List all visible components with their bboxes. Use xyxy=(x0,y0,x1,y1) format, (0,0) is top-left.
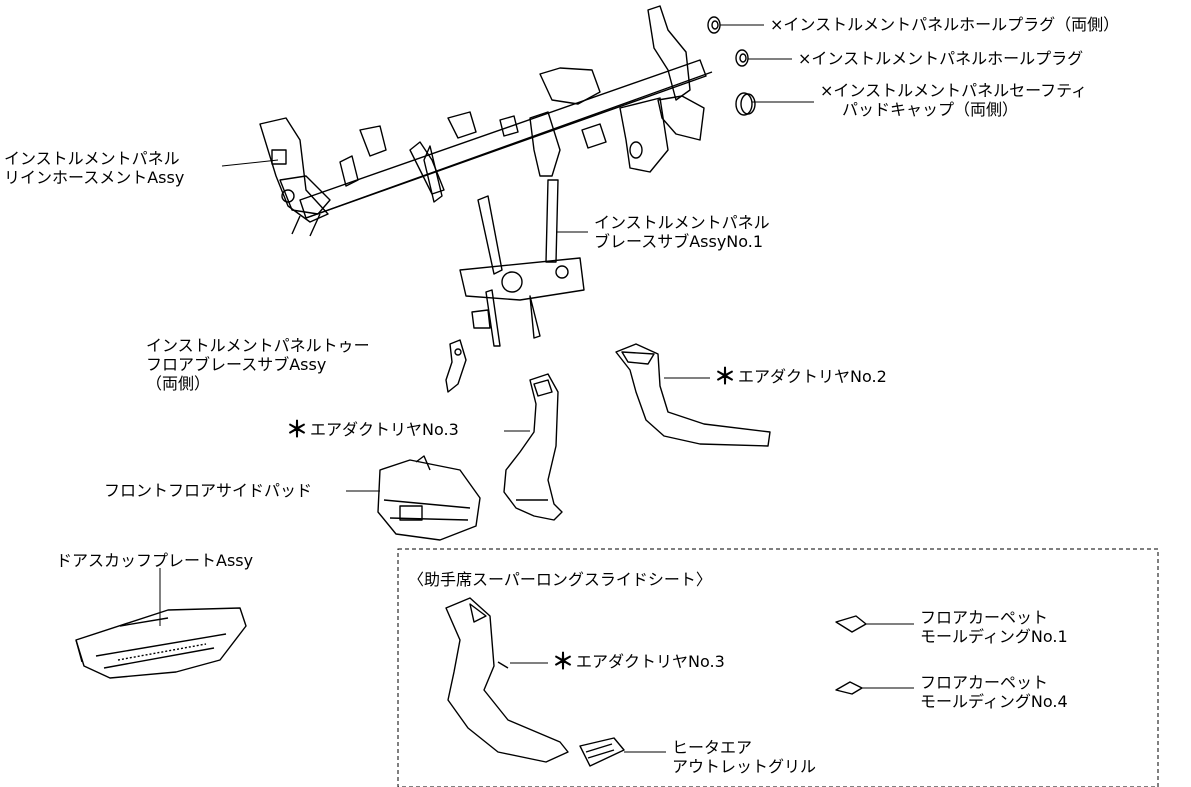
air-duct-rear-no3-drawing xyxy=(503,373,563,521)
instrument-panel-reinforcement-drawing xyxy=(259,5,713,237)
label-hole-plug: ×インストルメントパネルホールプラグ xyxy=(798,49,1084,68)
label-heater-air-outlet-grille: ヒータエア アウトレットグリル xyxy=(672,738,817,776)
label-air-duct-rear-no2: ＊エアダクトリヤNo.2 xyxy=(714,365,887,390)
floor-carpet-molding-no1-drawing xyxy=(835,615,867,633)
floor-carpet-molding-no4-drawing xyxy=(835,681,863,695)
front-floor-side-pad-drawing xyxy=(377,455,481,541)
inset-frame xyxy=(397,548,1159,787)
leader-lines xyxy=(159,24,914,753)
label-floor-carpet-molding-no4: フロアカーペット モールディングNo.4 xyxy=(920,673,1068,711)
hole-plug-both-drawing xyxy=(707,16,721,34)
label-safety-pad-cap: ×インストルメントパネルセーフティ パッドキャップ（両側） xyxy=(820,81,1088,119)
brace-no1-drawing xyxy=(459,179,585,347)
hole-plug-drawing xyxy=(735,49,749,67)
label-inset-air-duct-rear-no3: ＊エアダクトリヤNo.3 xyxy=(552,650,725,675)
label-door-scuff-plate: ドアスカッフプレートAssy xyxy=(56,551,254,570)
label-brace-no1: インストルメントパネル ブレースサブAssyNo.1 xyxy=(594,213,770,251)
heater-air-outlet-grille-drawing xyxy=(579,737,625,767)
safety-pad-cap-drawing xyxy=(735,92,756,116)
inset-air-duct-rear-no3-drawing xyxy=(445,597,569,763)
label-toe-brace: インストルメントパネルトゥー フロアブレースサブAssy （両側） xyxy=(146,336,370,393)
toe-floor-brace-drawing xyxy=(445,339,467,393)
label-inset-title: 〈助手席スーパーロングスライドシート〉 xyxy=(408,570,712,589)
label-air-duct-rear-no3: ＊エアダクトリヤNo.3 xyxy=(286,418,459,443)
label-front-floor-side-pad: フロントフロアサイドパッド xyxy=(104,481,313,500)
door-scuff-plate-drawing xyxy=(75,607,247,679)
air-duct-rear-no2-drawing xyxy=(615,343,771,447)
label-floor-carpet-molding-no1: フロアカーペット モールディングNo.1 xyxy=(920,608,1068,646)
label-hole-plug-both: ×インストルメントパネルホールプラグ（両側） xyxy=(770,15,1120,34)
label-reinforcement: インストルメントパネル リインホースメントAssy xyxy=(4,149,185,187)
